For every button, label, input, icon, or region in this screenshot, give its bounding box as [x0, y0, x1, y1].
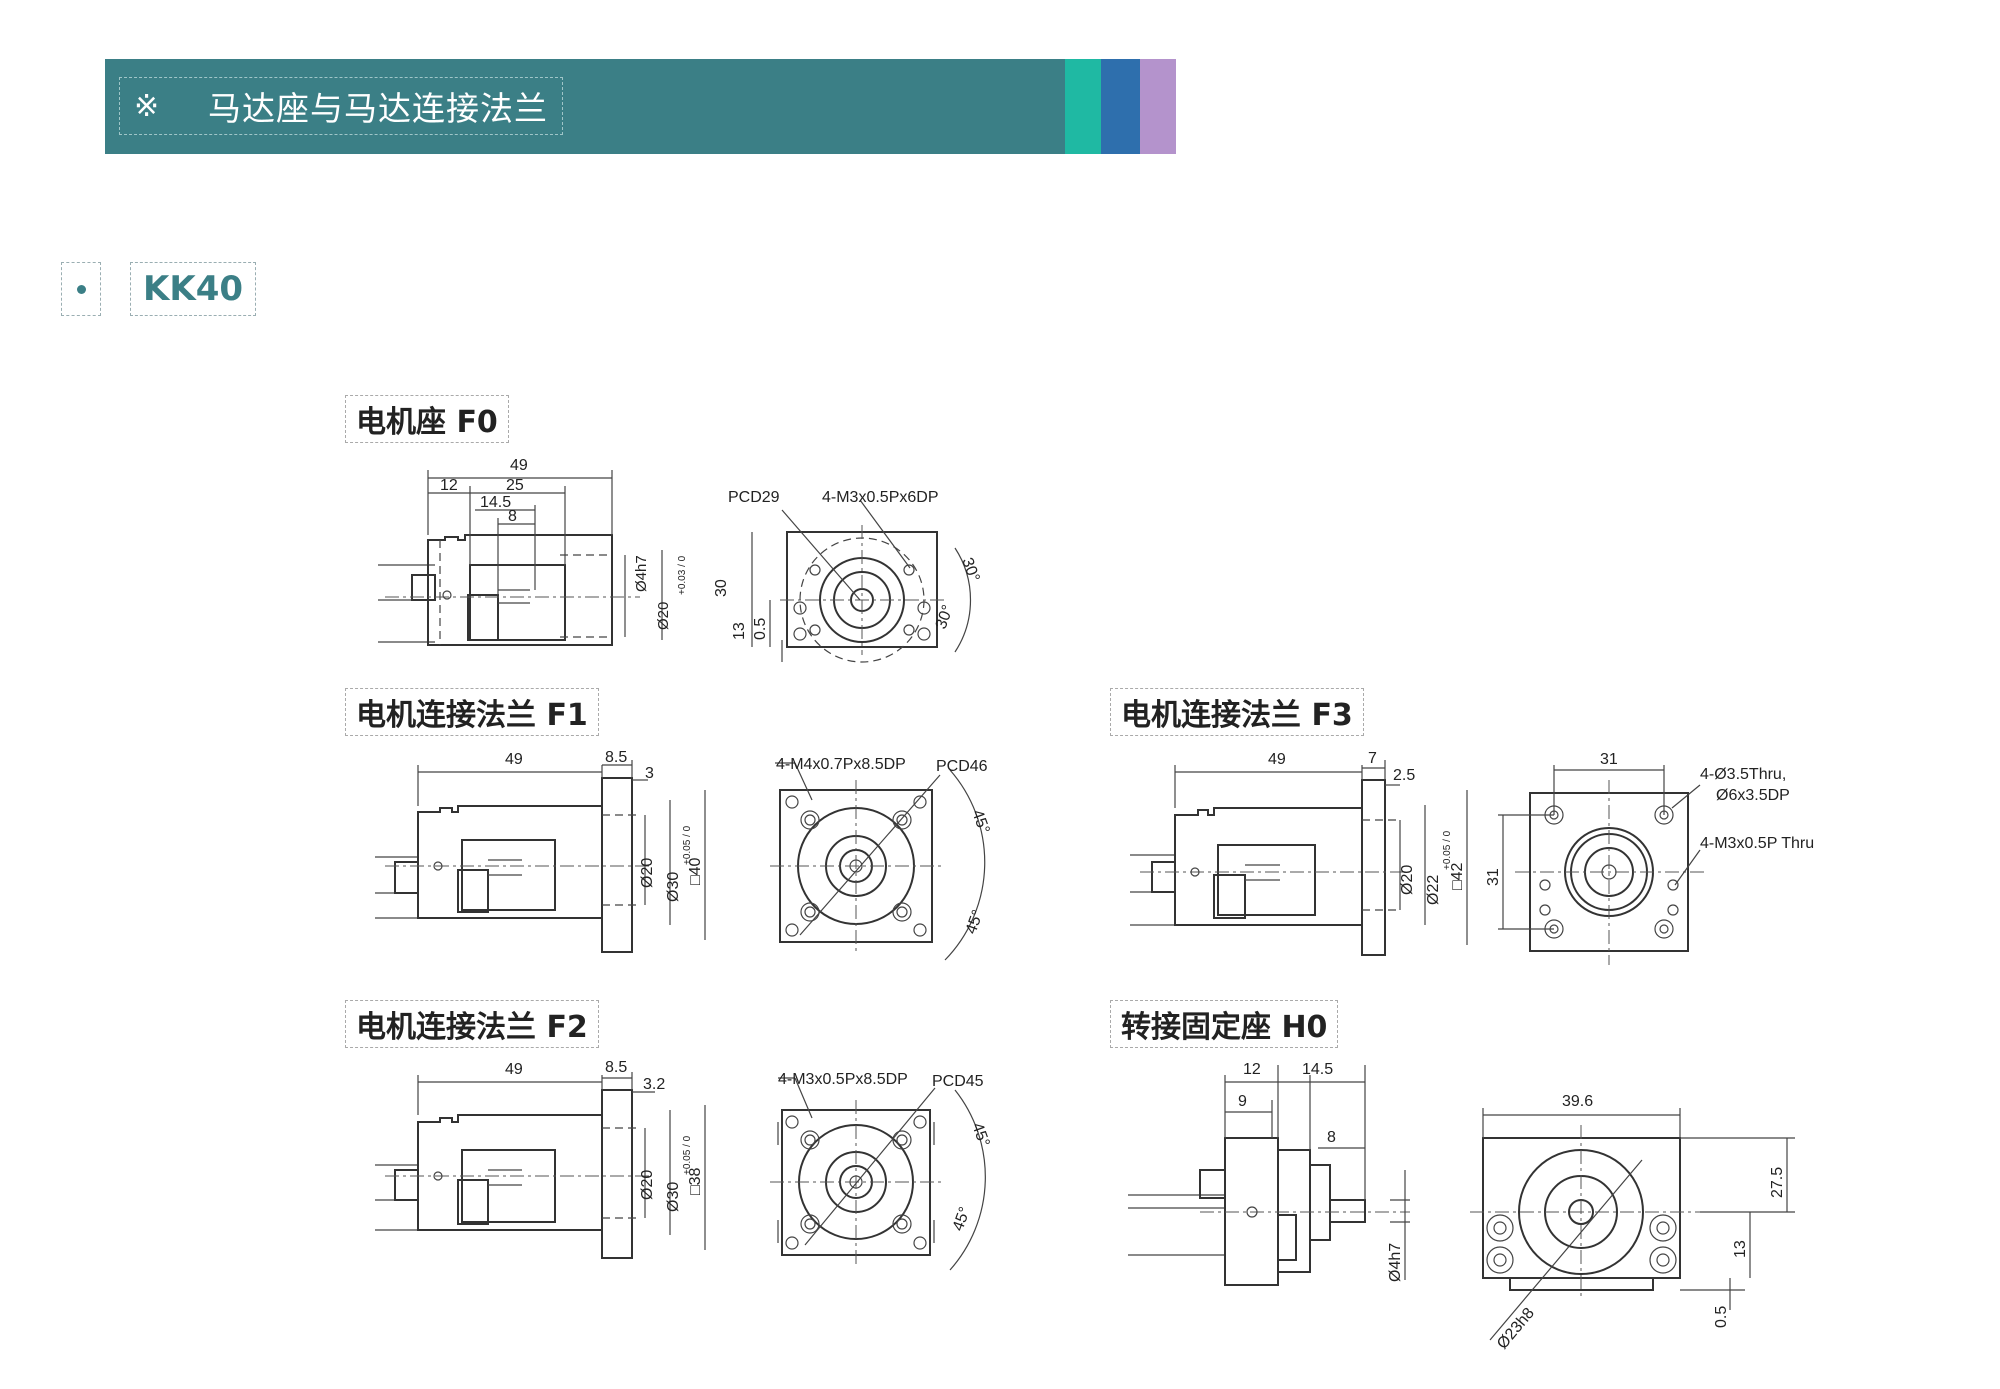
h0-dim-dia4: Ø4h7	[1387, 1243, 1404, 1282]
reference-mark-icon: ※	[134, 88, 160, 124]
section-label-f2: 电机连接法兰 F2	[345, 1000, 599, 1048]
f3-side-dimensions: 49 7 2.5 Ø20 Ø22 +0.05 / 0 □42	[1268, 750, 1466, 905]
f3-hole-spec-1: 4-Ø3.5Thru,	[1700, 766, 1786, 783]
f2-dim-dia20: Ø20	[639, 1170, 656, 1200]
f3-dim-tol: +0.05 / 0	[1442, 830, 1453, 870]
f0-dim-30: 30	[713, 579, 730, 597]
stripe-teal	[1065, 59, 1101, 154]
f1-side-dimensions: 49 8.5 3 Ø20 Ø30 +0.05 / 0 □40	[505, 749, 704, 902]
f0-dim-25: 25	[506, 477, 524, 494]
f2-side-drawing	[375, 1072, 706, 1259]
stripe-blue	[1101, 59, 1140, 154]
f0-pcd: PCD29	[728, 489, 780, 506]
h0-dim-dia23: Ø23h8	[1494, 1305, 1538, 1353]
f1-angle-2: 45°	[963, 908, 987, 937]
f3-front-dimensions: 31 31 4-Ø3.5Thru, Ø6x3.5DP 4-M3x0.5P Thr…	[1485, 751, 1814, 886]
f2-dim-49: 49	[505, 1061, 523, 1078]
f3-side-drawing	[1130, 760, 1468, 956]
f1-dim-dia30: Ø30	[665, 872, 682, 902]
f3-dim-7: 7	[1368, 750, 1377, 767]
f1-dim-49: 49	[505, 751, 523, 768]
section-label-f0: 电机座 F0	[345, 395, 509, 443]
f0-dim-dia20: Ø20	[655, 602, 672, 630]
f1-side-drawing	[375, 760, 706, 953]
f1-dim-sq40: □40	[687, 857, 704, 885]
banner-title-box: ※ 马达座与马达连接法兰	[119, 77, 563, 135]
f3-dim-31w: 31	[1600, 751, 1618, 768]
f3-dim-2-5: 2.5	[1393, 767, 1415, 784]
model-label: KK40	[130, 262, 257, 316]
h0-side-dimensions: 12 14.5 9 8 Ø4h7	[1238, 1061, 1404, 1282]
f2-pcd: PCD45	[932, 1073, 984, 1090]
section-label-h0: 转接固定座 H0	[1110, 1000, 1339, 1048]
f2-dim-3-2: 3.2	[643, 1076, 665, 1093]
h0-dim-8: 8	[1327, 1129, 1336, 1146]
bullet-icon	[76, 284, 86, 294]
h0-dim-14-5: 14.5	[1302, 1061, 1333, 1078]
f1-dim-tol: +0.05 / 0	[682, 825, 693, 865]
page-title: 马达座与马达连接法兰	[208, 89, 548, 128]
f2-dim-tol: +0.05 / 0	[682, 1135, 693, 1175]
f3-dim-49: 49	[1268, 751, 1286, 768]
f1-front-drawing	[770, 762, 986, 961]
bullet-box	[61, 262, 101, 316]
f0-thread: 4-M3x0.5Px6DP	[822, 489, 939, 506]
h0-dim-12: 12	[1243, 1061, 1261, 1078]
f2-angle-2: 45°	[950, 1205, 974, 1234]
h0-dim-13: 13	[1732, 1240, 1749, 1258]
f0-side-drawing	[378, 470, 663, 646]
f2-side-dimensions: 49 8.5 3.2 Ø20 Ø30 +0.05 / 0 □38	[505, 1059, 704, 1212]
f1-dim-dia20: Ø20	[639, 858, 656, 888]
f2-thread: 4-M3x0.5Px8.5DP	[778, 1071, 908, 1088]
header-banner: ※ 马达座与马达连接法兰	[105, 59, 1176, 154]
h0-dim-0-5: 0.5	[1713, 1306, 1730, 1328]
f3-dim-dia22: Ø22	[1425, 875, 1442, 905]
section-label-f3: 电机连接法兰 F3	[1110, 688, 1364, 736]
h0-dim-9: 9	[1238, 1093, 1247, 1110]
f3-hole-spec-2: Ø6x3.5DP	[1716, 787, 1790, 804]
h0-dim-39-6: 39.6	[1562, 1093, 1593, 1110]
f0-side-dimensions: 49 12 25 14.5 8 Ø4h7 Ø20 +0.03 / 0	[440, 457, 688, 630]
f1-dim-3: 3	[645, 765, 654, 782]
f3-dim-sq42: □42	[1449, 862, 1466, 890]
stripe-purple	[1140, 59, 1176, 154]
f2-dim-dia30: Ø30	[665, 1182, 682, 1212]
f0-front-drawing	[751, 499, 972, 663]
f2-front-drawing	[770, 1077, 986, 1271]
h0-front-drawing	[1470, 1108, 1795, 1341]
f0-dim-12: 12	[440, 477, 458, 494]
h0-front-dimensions: 39.6 27.5 13 0.5 Ø23h8	[1494, 1093, 1786, 1353]
f0-dim-tol: +0.03 / 0	[677, 555, 688, 595]
f0-dim-13: 13	[731, 622, 748, 640]
f3-front-drawing	[1498, 765, 1705, 965]
f2-dim-8-5: 8.5	[605, 1059, 627, 1076]
f0-front-dimensions: PCD29 4-M3x0.5Px6DP 30 13 0.5 30° 30°	[713, 489, 982, 640]
f0-dim-49: 49	[510, 457, 528, 474]
f0-angle-1: 30°	[958, 556, 982, 585]
f0-dim-0-5: 0.5	[752, 618, 769, 640]
f2-dim-sq38: □38	[687, 1167, 704, 1195]
section-label-f1: 电机连接法兰 F1	[345, 688, 599, 736]
f1-pcd: PCD46	[936, 758, 988, 775]
f2-angle-1: 45°	[968, 1121, 992, 1150]
f3-dim-31h: 31	[1485, 868, 1502, 886]
h0-side-drawing	[1128, 1065, 1410, 1286]
f1-dim-8-5: 8.5	[605, 749, 627, 766]
f1-angle-1: 45°	[968, 808, 992, 837]
f2-front-dimensions: 4-M3x0.5Px8.5DP PCD45 45° 45°	[778, 1071, 992, 1233]
f0-dim-14-5: 14.5	[480, 494, 511, 511]
f0-dim-8: 8	[508, 508, 517, 525]
f3-thread: 4-M3x0.5P Thru	[1700, 835, 1814, 852]
f3-dim-dia20: Ø20	[1399, 865, 1416, 895]
f1-thread: 4-M4x0.7Px8.5DP	[776, 756, 906, 773]
h0-dim-27-5: 27.5	[1769, 1167, 1786, 1198]
f0-dim-dia4: Ø4h7	[633, 555, 650, 592]
